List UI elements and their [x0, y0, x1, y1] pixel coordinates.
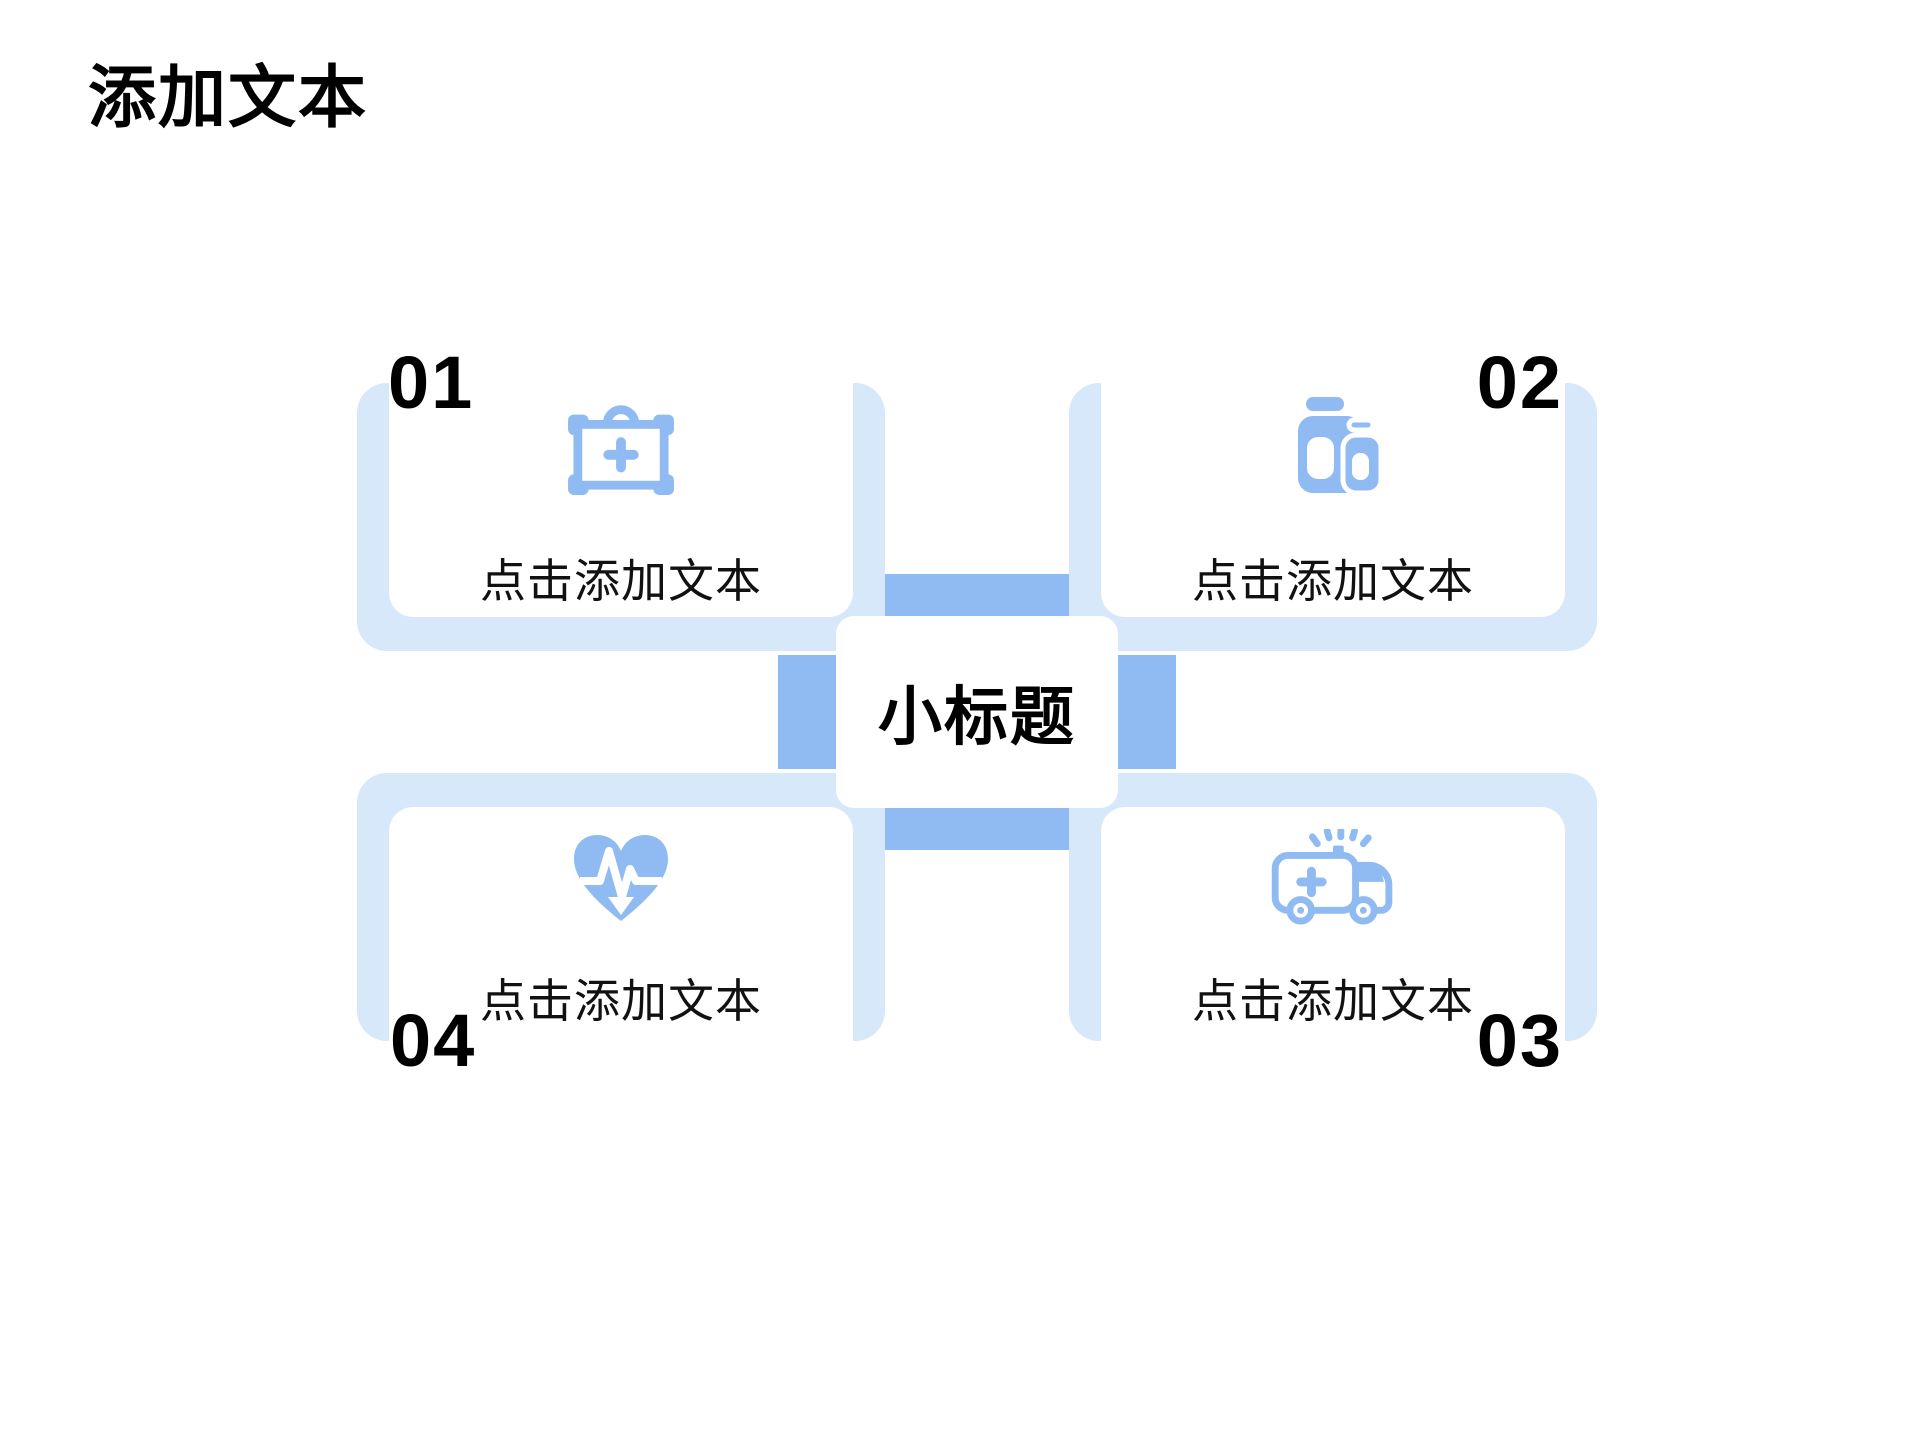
card-01-label[interactable]: 点击添加文本 — [480, 555, 762, 607]
connector-bottom — [885, 808, 1069, 850]
connector-right — [1118, 655, 1176, 769]
first-aid-kit-icon — [568, 405, 674, 495]
card-01[interactable]: 点击添加文本 — [389, 349, 853, 617]
center-card[interactable]: 小标题 — [836, 616, 1118, 808]
card-02[interactable]: 点击添加文本 — [1101, 349, 1565, 617]
card-03-label[interactable]: 点击添加文本 — [1192, 975, 1474, 1027]
card-02-label[interactable]: 点击添加文本 — [1192, 555, 1474, 607]
card-03-number: 03 — [1476, 999, 1563, 1082]
card-04-number: 04 — [390, 999, 477, 1082]
connector-top — [885, 574, 1069, 616]
card-02-number: 02 — [1476, 341, 1563, 424]
card-04[interactable]: 点击添加文本 — [389, 807, 853, 1075]
heart-pulse-icon — [574, 835, 668, 921]
card-01-number: 01 — [388, 341, 475, 424]
ambulance-icon — [1271, 829, 1393, 925]
page-title[interactable]: 添加文本 — [88, 60, 369, 136]
card-03[interactable]: 点击添加文本 — [1101, 807, 1565, 1075]
card-04-label[interactable]: 点击添加文本 — [480, 975, 762, 1027]
connector-left — [778, 655, 836, 769]
center-card-label: 小标题 — [878, 681, 1076, 753]
medicine-bottles-icon — [1298, 397, 1383, 493]
